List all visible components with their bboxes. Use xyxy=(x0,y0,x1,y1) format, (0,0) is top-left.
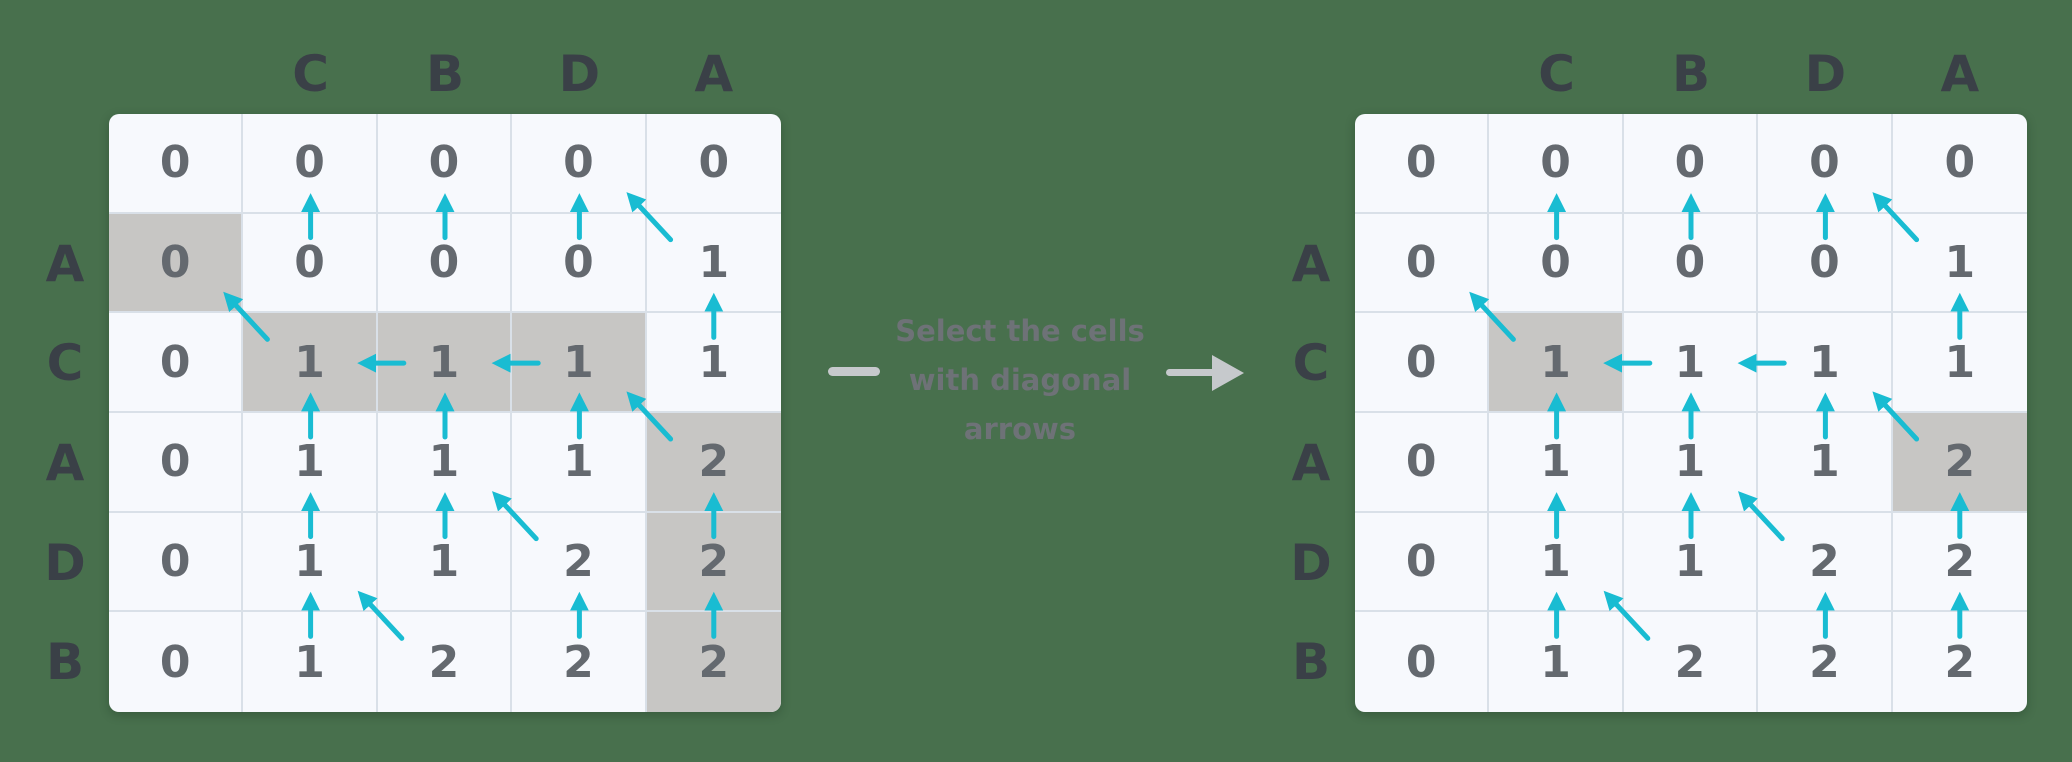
table-cell-r0c2[interactable]: 0 xyxy=(377,114,513,214)
table-cell-r1c3[interactable]: 0 xyxy=(1758,213,1893,314)
instruction-line: arrows xyxy=(963,412,1077,446)
table-cell-r1c4[interactable]: 1 xyxy=(646,214,781,314)
table-cell-r1c0[interactable]: 0 xyxy=(1355,213,1490,314)
table-cell-r2c2[interactable]: 1 xyxy=(1623,313,1759,413)
table-cell-r5c3[interactable]: 2 xyxy=(512,612,647,712)
instruction-line: with diagonal xyxy=(908,363,1132,397)
table-cell-r1c2[interactable]: 0 xyxy=(1623,213,1759,314)
row-label-a-r3-1: A xyxy=(1291,433,1331,492)
table-cell-r2c3[interactable]: 1 xyxy=(512,313,647,413)
table-cell-r4c1[interactable]: 1 xyxy=(243,512,378,613)
table-cell-r4c3[interactable]: 2 xyxy=(512,512,647,613)
row-label-a-r1-0: A xyxy=(45,234,85,293)
table-cell-r5c0[interactable]: 0 xyxy=(109,612,244,712)
table-cell-r1c4[interactable]: 1 xyxy=(1892,214,2027,314)
row-label-b-r5-1: B xyxy=(1291,633,1331,692)
column-header-d-1: D xyxy=(1804,45,1847,103)
table-cell-r2c1[interactable]: 1 xyxy=(243,313,378,413)
table-cell-r3c2[interactable]: 1 xyxy=(1623,412,1759,513)
column-header-c-1: C xyxy=(1538,45,1575,103)
table-cell-r0c4[interactable]: 0 xyxy=(1892,114,2027,214)
table-cell-r3c4[interactable]: 2 xyxy=(646,412,781,513)
table-cell-r4c0[interactable]: 0 xyxy=(109,512,244,613)
table-cell-r1c1[interactable]: 0 xyxy=(1489,213,1624,314)
table-cell-r0c4[interactable]: 0 xyxy=(646,114,781,214)
table-cell-r3c3[interactable]: 1 xyxy=(512,412,647,513)
instruction-line: Select the cells xyxy=(895,314,1145,348)
column-header-a-0: A xyxy=(694,45,734,103)
table-cell-r2c4[interactable]: 1 xyxy=(646,313,781,413)
table-cell-r5c1[interactable]: 1 xyxy=(1489,612,1624,712)
table-cell-r4c2[interactable]: 1 xyxy=(377,512,513,613)
table-cell-r3c2[interactable]: 1 xyxy=(377,412,513,513)
table-cell-r1c1[interactable]: 0 xyxy=(243,213,378,314)
row-label-a-r3-0: A xyxy=(45,433,85,492)
table-cell-r4c4[interactable]: 2 xyxy=(646,512,781,613)
row-label-c-r2-0: C xyxy=(46,334,84,393)
table-cell-r2c0[interactable]: 0 xyxy=(1355,313,1490,413)
row-label-c-r2-1: C xyxy=(1292,334,1330,393)
table-cell-r2c0[interactable]: 0 xyxy=(109,313,244,413)
table-cell-r1c2[interactable]: 0 xyxy=(377,213,513,314)
column-header-b-0: B xyxy=(425,45,465,103)
table-cell-r3c0[interactable]: 0 xyxy=(109,412,244,513)
column-header-d-0: D xyxy=(558,45,601,103)
table-cell-r5c4[interactable]: 2 xyxy=(646,612,781,712)
table-cell-r4c2[interactable]: 1 xyxy=(1623,512,1759,613)
table-cell-r4c1[interactable]: 1 xyxy=(1489,512,1624,613)
row-label-d-r4-1: D xyxy=(1290,533,1332,592)
right-arrow-head-icon xyxy=(1212,355,1244,391)
table-cell-r5c2[interactable]: 2 xyxy=(1624,612,1759,712)
right-arrow-icon xyxy=(1166,369,1216,376)
column-header-a-1: A xyxy=(1940,45,1980,103)
row-label-d-r4-0: D xyxy=(44,533,86,592)
table-cell-r5c1[interactable]: 1 xyxy=(243,612,378,712)
table-cell-r4c4[interactable]: 2 xyxy=(1892,513,2027,613)
table-cell-r3c0[interactable]: 0 xyxy=(1355,412,1490,513)
table-cell-r5c0[interactable]: 0 xyxy=(1355,612,1490,712)
table-cell-r3c3[interactable]: 1 xyxy=(1758,412,1893,513)
table-cell-r1c3[interactable]: 0 xyxy=(512,213,647,314)
table-cell-r0c0[interactable]: 0 xyxy=(1355,114,1490,214)
table-cell-r5c4[interactable]: 2 xyxy=(1944,636,1976,688)
table-cell-r2c4[interactable]: 1 xyxy=(1892,313,2027,413)
row-label-a-r1-1: A xyxy=(1291,234,1331,293)
table-cell-r2c1[interactable]: 1 xyxy=(1489,313,1624,413)
table-cell-r0c1[interactable]: 0 xyxy=(1489,114,1624,214)
column-header-c-0: C xyxy=(292,45,329,103)
table-cell-r5c2[interactable]: 2 xyxy=(378,612,513,712)
table-cell-r3c1[interactable]: 1 xyxy=(243,412,378,513)
table-cell-r4c3[interactable]: 2 xyxy=(1758,512,1893,613)
table-cell-r3c4[interactable]: 2 xyxy=(1892,412,2027,513)
table-cell-r2c2[interactable]: 1 xyxy=(377,313,513,413)
transition-instruction: Select the cells with diagonal arrows xyxy=(860,307,1180,454)
table-cell-r0c2[interactable]: 0 xyxy=(1623,114,1759,214)
table-cell-r3c1[interactable]: 1 xyxy=(1489,412,1624,513)
table-cell-r4c0[interactable]: 0 xyxy=(1355,512,1490,613)
row-label-b-r5-0: B xyxy=(45,633,85,692)
column-header-b-1: B xyxy=(1671,45,1711,103)
table-cell-r0c3[interactable]: 0 xyxy=(1758,114,1893,214)
table-cell-r1c0[interactable]: 0 xyxy=(109,213,244,314)
table-cell-r0c1[interactable]: 0 xyxy=(243,114,378,214)
table-cell-r0c3[interactable]: 0 xyxy=(512,114,647,214)
table-cell-r2c3[interactable]: 1 xyxy=(1758,313,1893,413)
table-cell-r0c0[interactable]: 0 xyxy=(109,114,244,214)
transition-dash-icon xyxy=(828,367,880,376)
table-cell-r5c3[interactable]: 2 xyxy=(1758,612,1893,712)
